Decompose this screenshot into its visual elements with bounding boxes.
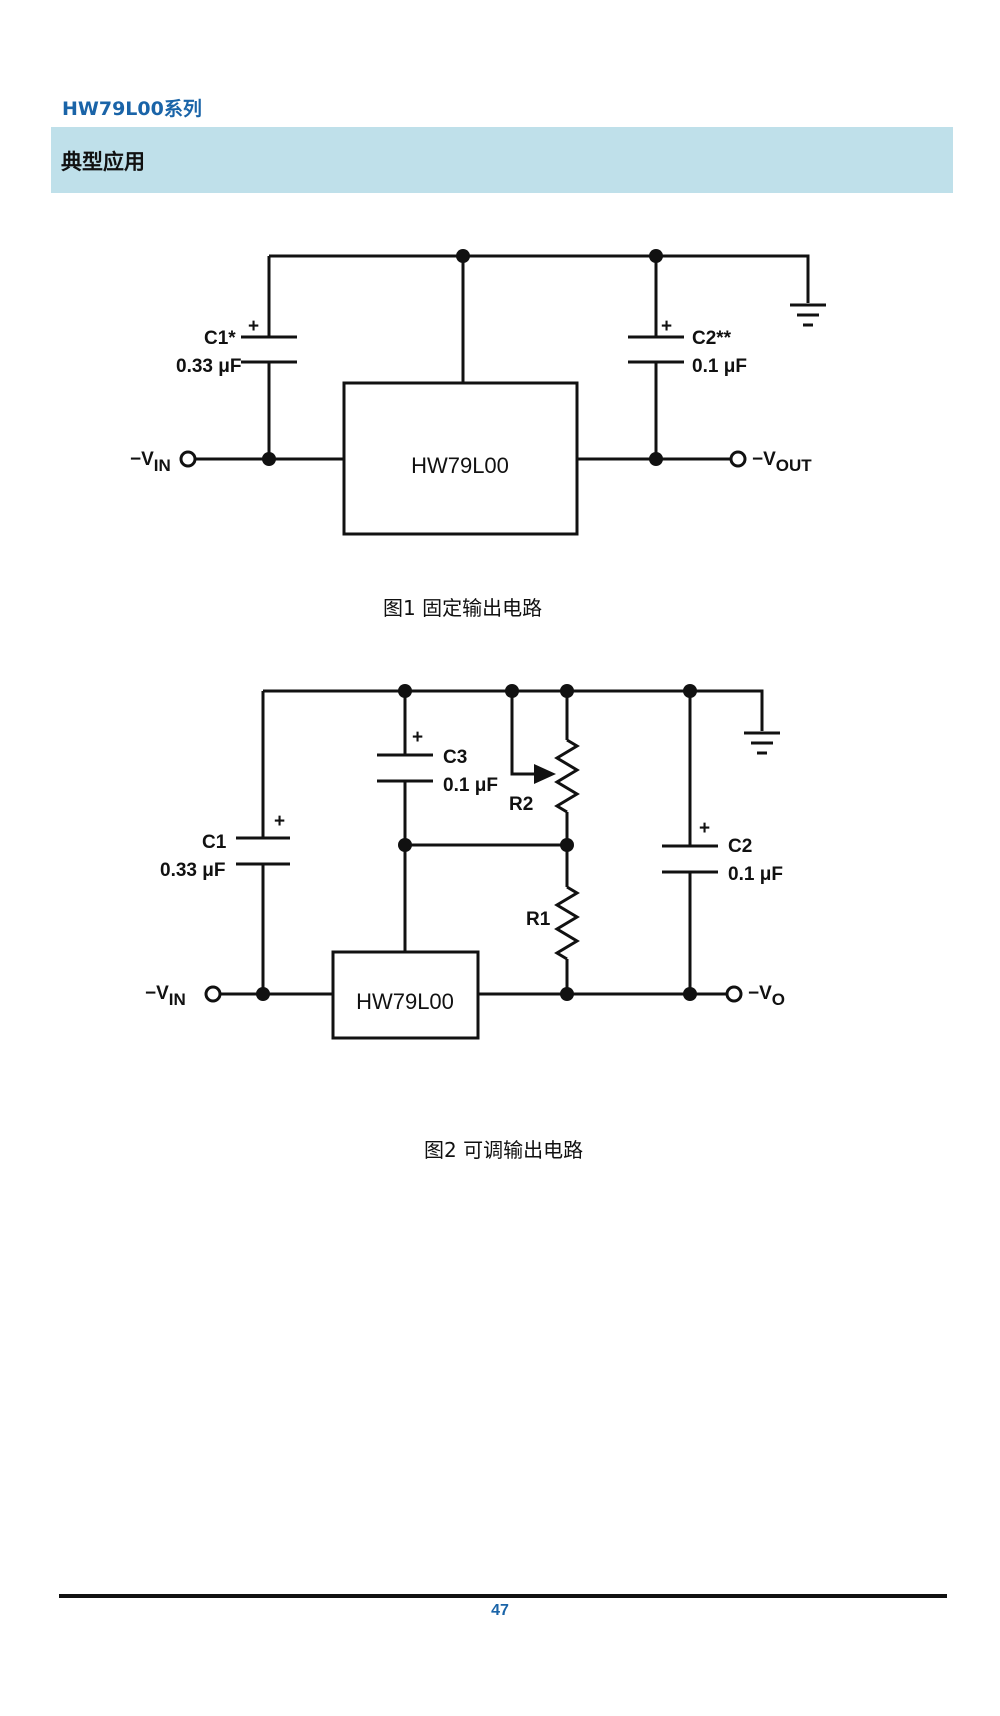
fig2-c2-name: C2 (728, 836, 752, 857)
fig2-ground-icon (744, 731, 780, 755)
fig2-node (683, 684, 697, 698)
fig2-node (683, 987, 697, 1001)
fig2-top-rail (263, 689, 764, 731)
fig1-c1-name: C1* (204, 328, 236, 349)
fig2-r2-name: R2 (509, 794, 533, 815)
page-number: 47 (491, 1602, 509, 1619)
section-title: 典型应用 (61, 150, 145, 174)
fig1-c2-value: 0.1 μF (692, 356, 747, 377)
fig1-node (262, 452, 276, 466)
fig2-r1-name: R1 (526, 909, 551, 930)
fig2-c3-plus: + (412, 727, 423, 748)
fig1-c1-plus: + (248, 316, 259, 337)
figure1-schematic: HW79L00 + C1* 0.33 μF + C2** 0.1 μF −VIN… (130, 249, 826, 536)
fig2-r1-zigzag (554, 885, 580, 961)
fig1-node (649, 452, 663, 466)
fig2-vin-terminal (204, 985, 222, 1003)
series-title: HW79L00系列 (62, 98, 202, 120)
footer-rule (59, 1594, 947, 1598)
fig1-c2-name: C2** (692, 328, 732, 349)
section-header-bar: 典型应用 (51, 127, 953, 193)
fig2-c3-name: C3 (443, 747, 467, 768)
fig2-node (256, 987, 270, 1001)
figure2-caption: 图2 可调输出电路 (424, 1138, 584, 1162)
fig1-node (649, 249, 663, 263)
fig2-r2-zigzag (554, 738, 580, 814)
fig2-vo-label: −VO (748, 983, 785, 1009)
fig1-chip-label: HW79L00 (411, 453, 509, 478)
fig2-c3-value: 0.1 μF (443, 775, 498, 796)
fig1-c2-plus: + (661, 316, 672, 337)
figure1-caption: 图1 固定输出电路 (383, 596, 543, 620)
fig2-vin-label: −VIN (145, 983, 186, 1009)
fig2-node (398, 838, 412, 852)
figure2-schematic: HW79L00 + C3 0.1 μF R2 R1 + C1 0.33 μF +… (145, 684, 785, 1040)
fig2-c1-name: C1 (202, 832, 227, 853)
fig1-ground-icon (790, 303, 826, 327)
fig1-chip-box (342, 381, 579, 536)
fig1-top-rail (269, 254, 810, 303)
fig2-c1-plus: + (274, 811, 285, 832)
fig2-chip-box (331, 950, 480, 1040)
fig2-node (560, 684, 574, 698)
fig2-c1-value: 0.33 μF (160, 860, 226, 881)
fig2-vo-terminal (725, 985, 743, 1003)
fig2-r2-wiper-arrow (534, 764, 556, 784)
fig2-c2-value: 0.1 μF (728, 864, 783, 885)
fig2-node (505, 684, 519, 698)
fig1-vout-label: −VOUT (752, 449, 812, 475)
fig1-vin-terminal (179, 450, 197, 468)
fig2-node (398, 684, 412, 698)
fig2-c2-plus: + (699, 818, 710, 839)
fig2-r2-wiper (510, 691, 538, 776)
fig1-c1-value: 0.33 μF (176, 356, 242, 377)
fig1-vout-terminal (729, 450, 747, 468)
fig1-vin-label: −VIN (130, 449, 171, 475)
fig2-node (560, 987, 574, 1001)
fig1-node (456, 249, 470, 263)
fig2-node (560, 838, 574, 852)
fig2-chip-label: HW79L00 (356, 989, 454, 1014)
